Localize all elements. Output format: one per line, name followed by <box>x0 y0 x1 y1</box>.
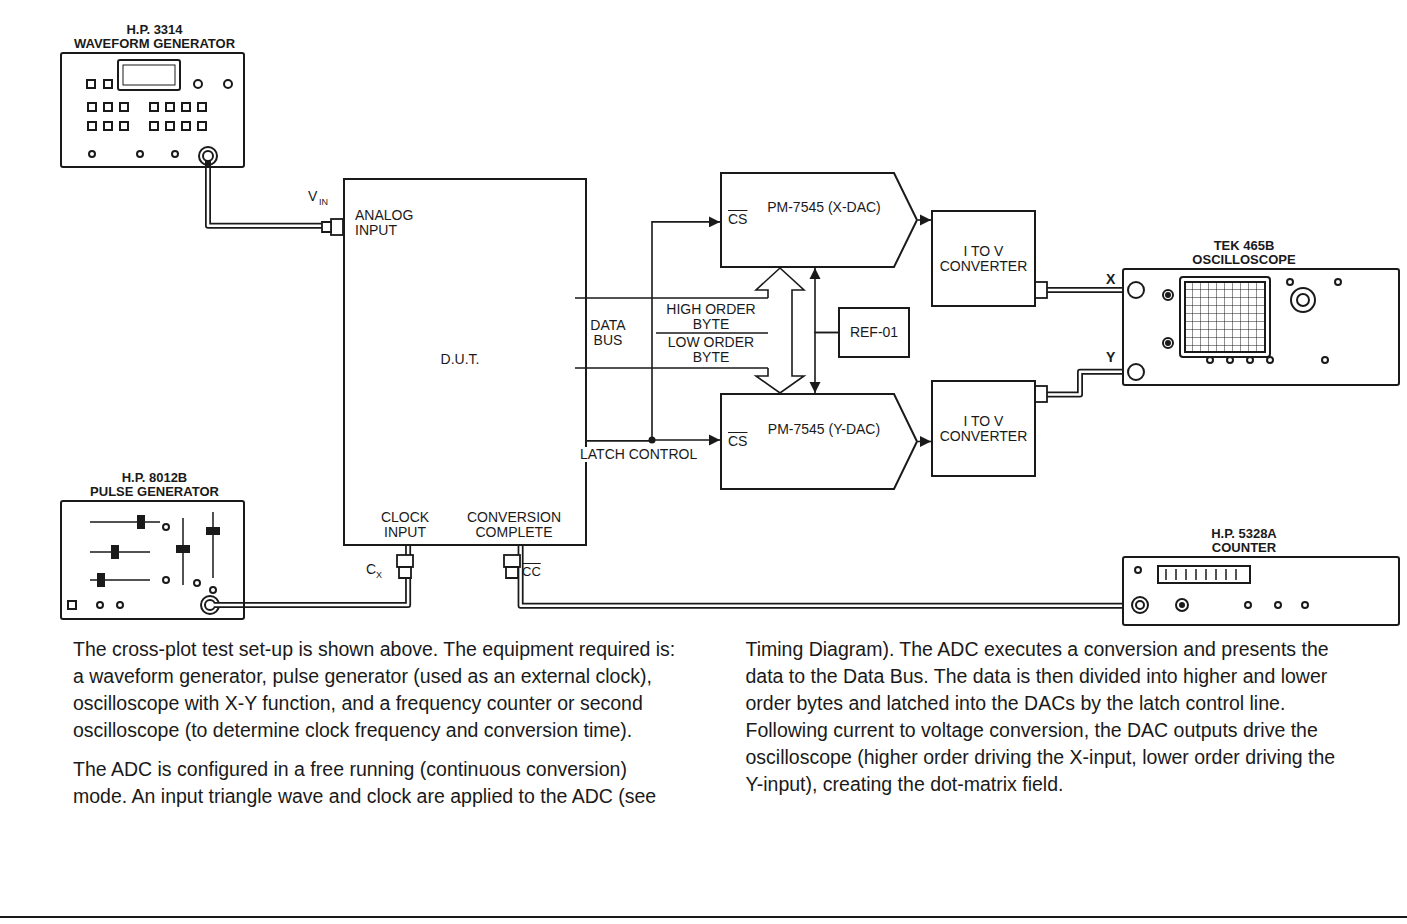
process-box: I TO V CONVERTER <box>931 380 1036 477</box>
description-text: The cross-plot test set-up is shown abov… <box>73 636 1348 810</box>
process-box: REF-01 <box>838 307 910 358</box>
instrument-panel: H.P. 5328ACOUNTER <box>1122 556 1400 626</box>
coax-cable <box>1036 289 1122 290</box>
instrument-details <box>68 60 1341 614</box>
box-label: I TO V CONVERTER <box>939 414 1029 444</box>
instrument-panel: H.P. 8012BPULSE GENERATOR <box>60 500 245 620</box>
instrument-name: TEK 465B <box>1124 239 1364 253</box>
edge-label: LATCH CONTROL <box>579 447 698 462</box>
coax-cable <box>1036 372 1122 395</box>
dac-name: PM-7545 (X-DAC) <box>764 200 884 215</box>
instrument-heading: H.P. 5328ACOUNTER <box>1124 527 1364 555</box>
box-content: I TO V CONVERTER <box>933 382 1034 475</box>
dac-outline <box>720 393 918 490</box>
signal-label: X <box>376 570 382 580</box>
box-label: I TO V CONVERTER <box>939 244 1029 274</box>
instrument-name: H.P. 3314 <box>62 23 247 37</box>
signal-label: Y <box>1106 350 1115 365</box>
instrument-panel: H.P. 3314WAVEFORM GENERATOR <box>60 52 245 168</box>
signal-label: V <box>308 189 317 204</box>
box-label: REF-01 <box>850 325 898 340</box>
signal-line <box>815 333 838 394</box>
signal-label: X <box>1106 272 1115 287</box>
instrument-heading: H.P. 8012BPULSE GENERATOR <box>62 471 247 499</box>
coax-cable <box>245 546 408 605</box>
counter-digits <box>1166 569 1236 580</box>
box-content: REF-01 <box>840 309 908 356</box>
signal-label: DATA BUS <box>584 318 632 348</box>
instrument-name: PULSE GENERATOR <box>62 485 247 499</box>
coax-cable <box>521 546 1122 606</box>
instrument-name: OSCILLOSCOPE <box>1124 253 1364 267</box>
instrument-heading: TEK 465BOSCILLOSCOPE <box>1124 239 1364 267</box>
dac-outline <box>720 172 918 268</box>
instrument-name: H.P. 8012B <box>62 471 247 485</box>
coax-cable <box>208 168 343 226</box>
instrument-heading: H.P. 3314WAVEFORM GENERATOR <box>62 23 247 51</box>
chip-select-pin: CS <box>728 212 747 227</box>
pin-label: ANALOG INPUT <box>355 208 425 238</box>
signal-line <box>815 268 838 333</box>
box-content: I TO V CONVERTER <box>933 212 1034 305</box>
signal-line <box>918 441 931 442</box>
signal-label: IN <box>319 197 328 207</box>
pin-label: D.U.T. <box>415 352 505 367</box>
signal-label: CC <box>522 565 541 579</box>
dac-name: PM-7545 (Y-DAC) <box>764 422 884 437</box>
paragraph: The cross-plot test set-up is shown abov… <box>73 636 676 744</box>
dac-block: CS PM-7545 (X-DAC) <box>720 172 918 268</box>
data-bus <box>575 268 804 393</box>
signal-line <box>918 220 931 221</box>
instrument-name: H.P. 5328A <box>1124 527 1364 541</box>
signal-label: HIGH ORDER BYTE <box>661 302 761 332</box>
instrument-name: COUNTER <box>1124 541 1364 555</box>
instrument-panel: TEK 465BOSCILLOSCOPE <box>1122 268 1400 386</box>
chip-select-pin: CS <box>728 434 747 449</box>
dac-block: CS PM-7545 (Y-DAC) <box>720 393 918 490</box>
signal-label: C <box>366 562 376 577</box>
pin-label: CLOCK INPUT <box>363 510 447 540</box>
instrument-name: WAVEFORM GENERATOR <box>62 37 247 51</box>
device-under-test: ANALOG INPUT D.U.T. CLOCK INPUTCONVERSION … <box>343 178 587 546</box>
frame-rule <box>0 916 1407 918</box>
signal-label: LOW ORDER BYTE <box>661 335 761 365</box>
pin-label: CONVERSION COMPLETE <box>449 510 579 540</box>
process-box: I TO V CONVERTER <box>931 210 1036 307</box>
